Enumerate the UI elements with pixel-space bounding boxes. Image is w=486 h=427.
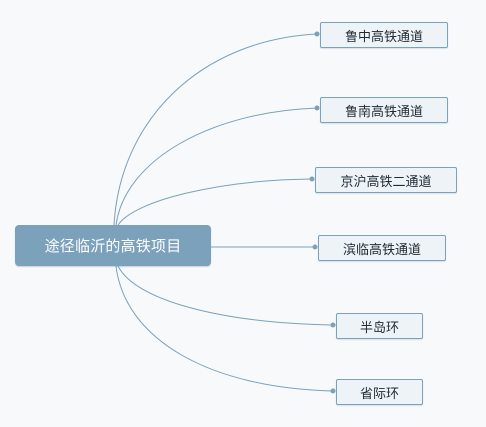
topic-label: 滨临高铁通道: [342, 242, 421, 258]
topic-label: 省际环: [359, 386, 399, 402]
topic-label: 半岛环: [359, 320, 399, 336]
connector-dot-5: [330, 322, 336, 328]
topic-node-peninsula-ring[interactable]: 半岛环: [336, 313, 423, 339]
connector-dot-6: [330, 388, 336, 394]
connector-3: [117, 178, 313, 226]
topic-label: 鲁中高铁通道: [344, 29, 423, 45]
topic-node-luzhong[interactable]: 鲁中高铁通道: [320, 22, 448, 48]
connector-dot-3: [309, 176, 315, 182]
topic-label: 京沪高铁二通道: [340, 174, 432, 190]
root-topic-label: 途径临沂的高铁项目: [44, 237, 182, 255]
connector-dot-1: [314, 31, 320, 37]
connector-5: [117, 265, 334, 326]
topic-node-binlin[interactable]: 滨临高铁通道: [318, 235, 446, 261]
root-topic-node[interactable]: 途径临沂的高铁项目: [15, 225, 211, 266]
connector-2: [115, 107, 318, 226]
connector-dot-2: [314, 105, 320, 111]
topic-node-lunan[interactable]: 鲁南高铁通道: [320, 97, 448, 123]
connector-dot-4: [312, 244, 318, 250]
topic-node-jinghu-second[interactable]: 京沪高铁二通道: [315, 167, 457, 193]
topic-node-interprovincial-ring[interactable]: 省际环: [336, 379, 423, 405]
topic-label: 鲁南高铁通道: [344, 104, 423, 120]
connector-1: [113, 33, 318, 226]
connector-6: [115, 265, 334, 392]
